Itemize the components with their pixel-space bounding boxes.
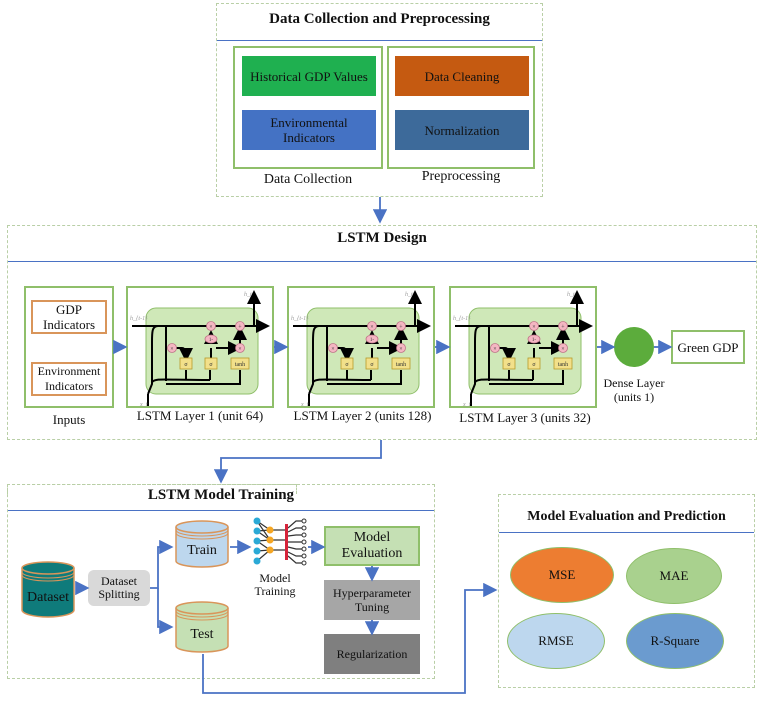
gdp-indicators-box: GDP Indicators bbox=[31, 300, 107, 334]
section-divider bbox=[8, 510, 434, 511]
database-icon bbox=[175, 520, 229, 568]
section-divider bbox=[8, 261, 756, 262]
environment-indicators-box: Environment Indicators bbox=[31, 362, 107, 396]
section-title: LSTM Design bbox=[337, 230, 427, 246]
metric-mae: MAE bbox=[626, 548, 722, 604]
environmental-indicators-box: Environmental Indicators bbox=[242, 110, 376, 150]
metric-r-square: R-Square bbox=[626, 613, 724, 669]
metric-mse: MSE bbox=[510, 547, 614, 603]
test-cylinder: Test bbox=[174, 600, 230, 654]
dataset-cylinder: Dataset bbox=[20, 560, 76, 618]
green-gdp-output: Green GDP bbox=[671, 330, 745, 364]
evaluation-section: Model Evaluation and Prediction MSE MAE … bbox=[498, 494, 755, 688]
data-collection-section: Data Collection and Preprocessing Histor… bbox=[216, 3, 543, 197]
dense-layer-caption-line2: (units 1) bbox=[613, 390, 655, 404]
section-title: LSTM Model Training bbox=[147, 487, 295, 503]
inputs-group: GDP Indicators Environment Indicators bbox=[24, 286, 114, 408]
data-cleaning-box: Data Cleaning bbox=[395, 56, 529, 96]
dense-layer-caption-line1: Dense Layer bbox=[603, 376, 665, 390]
lstm-layer-3-caption: LSTM Layer 3 (units 32) bbox=[459, 410, 591, 425]
normalization-box: Normalization bbox=[395, 110, 529, 150]
train-cylinder: Train bbox=[174, 519, 230, 569]
section-divider bbox=[217, 40, 542, 41]
dense-layer-caption: Dense Layer (units 1) bbox=[594, 376, 674, 404]
dataset-label: Dataset bbox=[27, 589, 69, 605]
arrow-design-to-training bbox=[213, 440, 382, 484]
neural-network-icon bbox=[253, 517, 307, 566]
metric-rmse: RMSE bbox=[507, 613, 605, 669]
model-training-caption: Model Training bbox=[254, 571, 296, 598]
data-collection-group: Historical GDP Values Environmental Indi… bbox=[233, 46, 383, 169]
lstm-design-section: LSTM Design bbox=[7, 225, 757, 440]
data-collection-caption: Data Collection bbox=[263, 172, 353, 187]
lstm-layer-2-caption: LSTM Layer 2 (units 128) bbox=[293, 408, 432, 423]
lstm-layer-1-caption: LSTM Layer 1 (unit 64) bbox=[136, 408, 264, 423]
hyperparameter-tuning-box: Hyperparameter Tuning bbox=[324, 580, 420, 620]
regularization-box: Regularization bbox=[324, 634, 420, 674]
train-label: Train bbox=[187, 542, 217, 558]
section-divider bbox=[499, 532, 754, 533]
model-evaluation-box: Model Evaluation bbox=[324, 526, 420, 566]
section-title: Data Collection and Preprocessing bbox=[269, 11, 490, 27]
historical-gdp-box: Historical GDP Values bbox=[242, 56, 376, 96]
lstm-layer-1 bbox=[126, 286, 274, 408]
dataset-splitting-box: Dataset Splitting bbox=[88, 570, 150, 606]
test-label: Test bbox=[190, 626, 214, 642]
preprocessing-caption: Preprocessing bbox=[421, 169, 501, 184]
dense-layer-node bbox=[614, 327, 654, 367]
preprocessing-group: Data Cleaning Normalization bbox=[387, 46, 535, 169]
lstm-layer-3 bbox=[449, 286, 597, 408]
lstm-layer-2 bbox=[287, 286, 435, 408]
inputs-caption: Inputs bbox=[52, 412, 86, 427]
section-title: Model Evaluation and Prediction bbox=[527, 509, 726, 524]
database-icon bbox=[21, 561, 75, 618]
